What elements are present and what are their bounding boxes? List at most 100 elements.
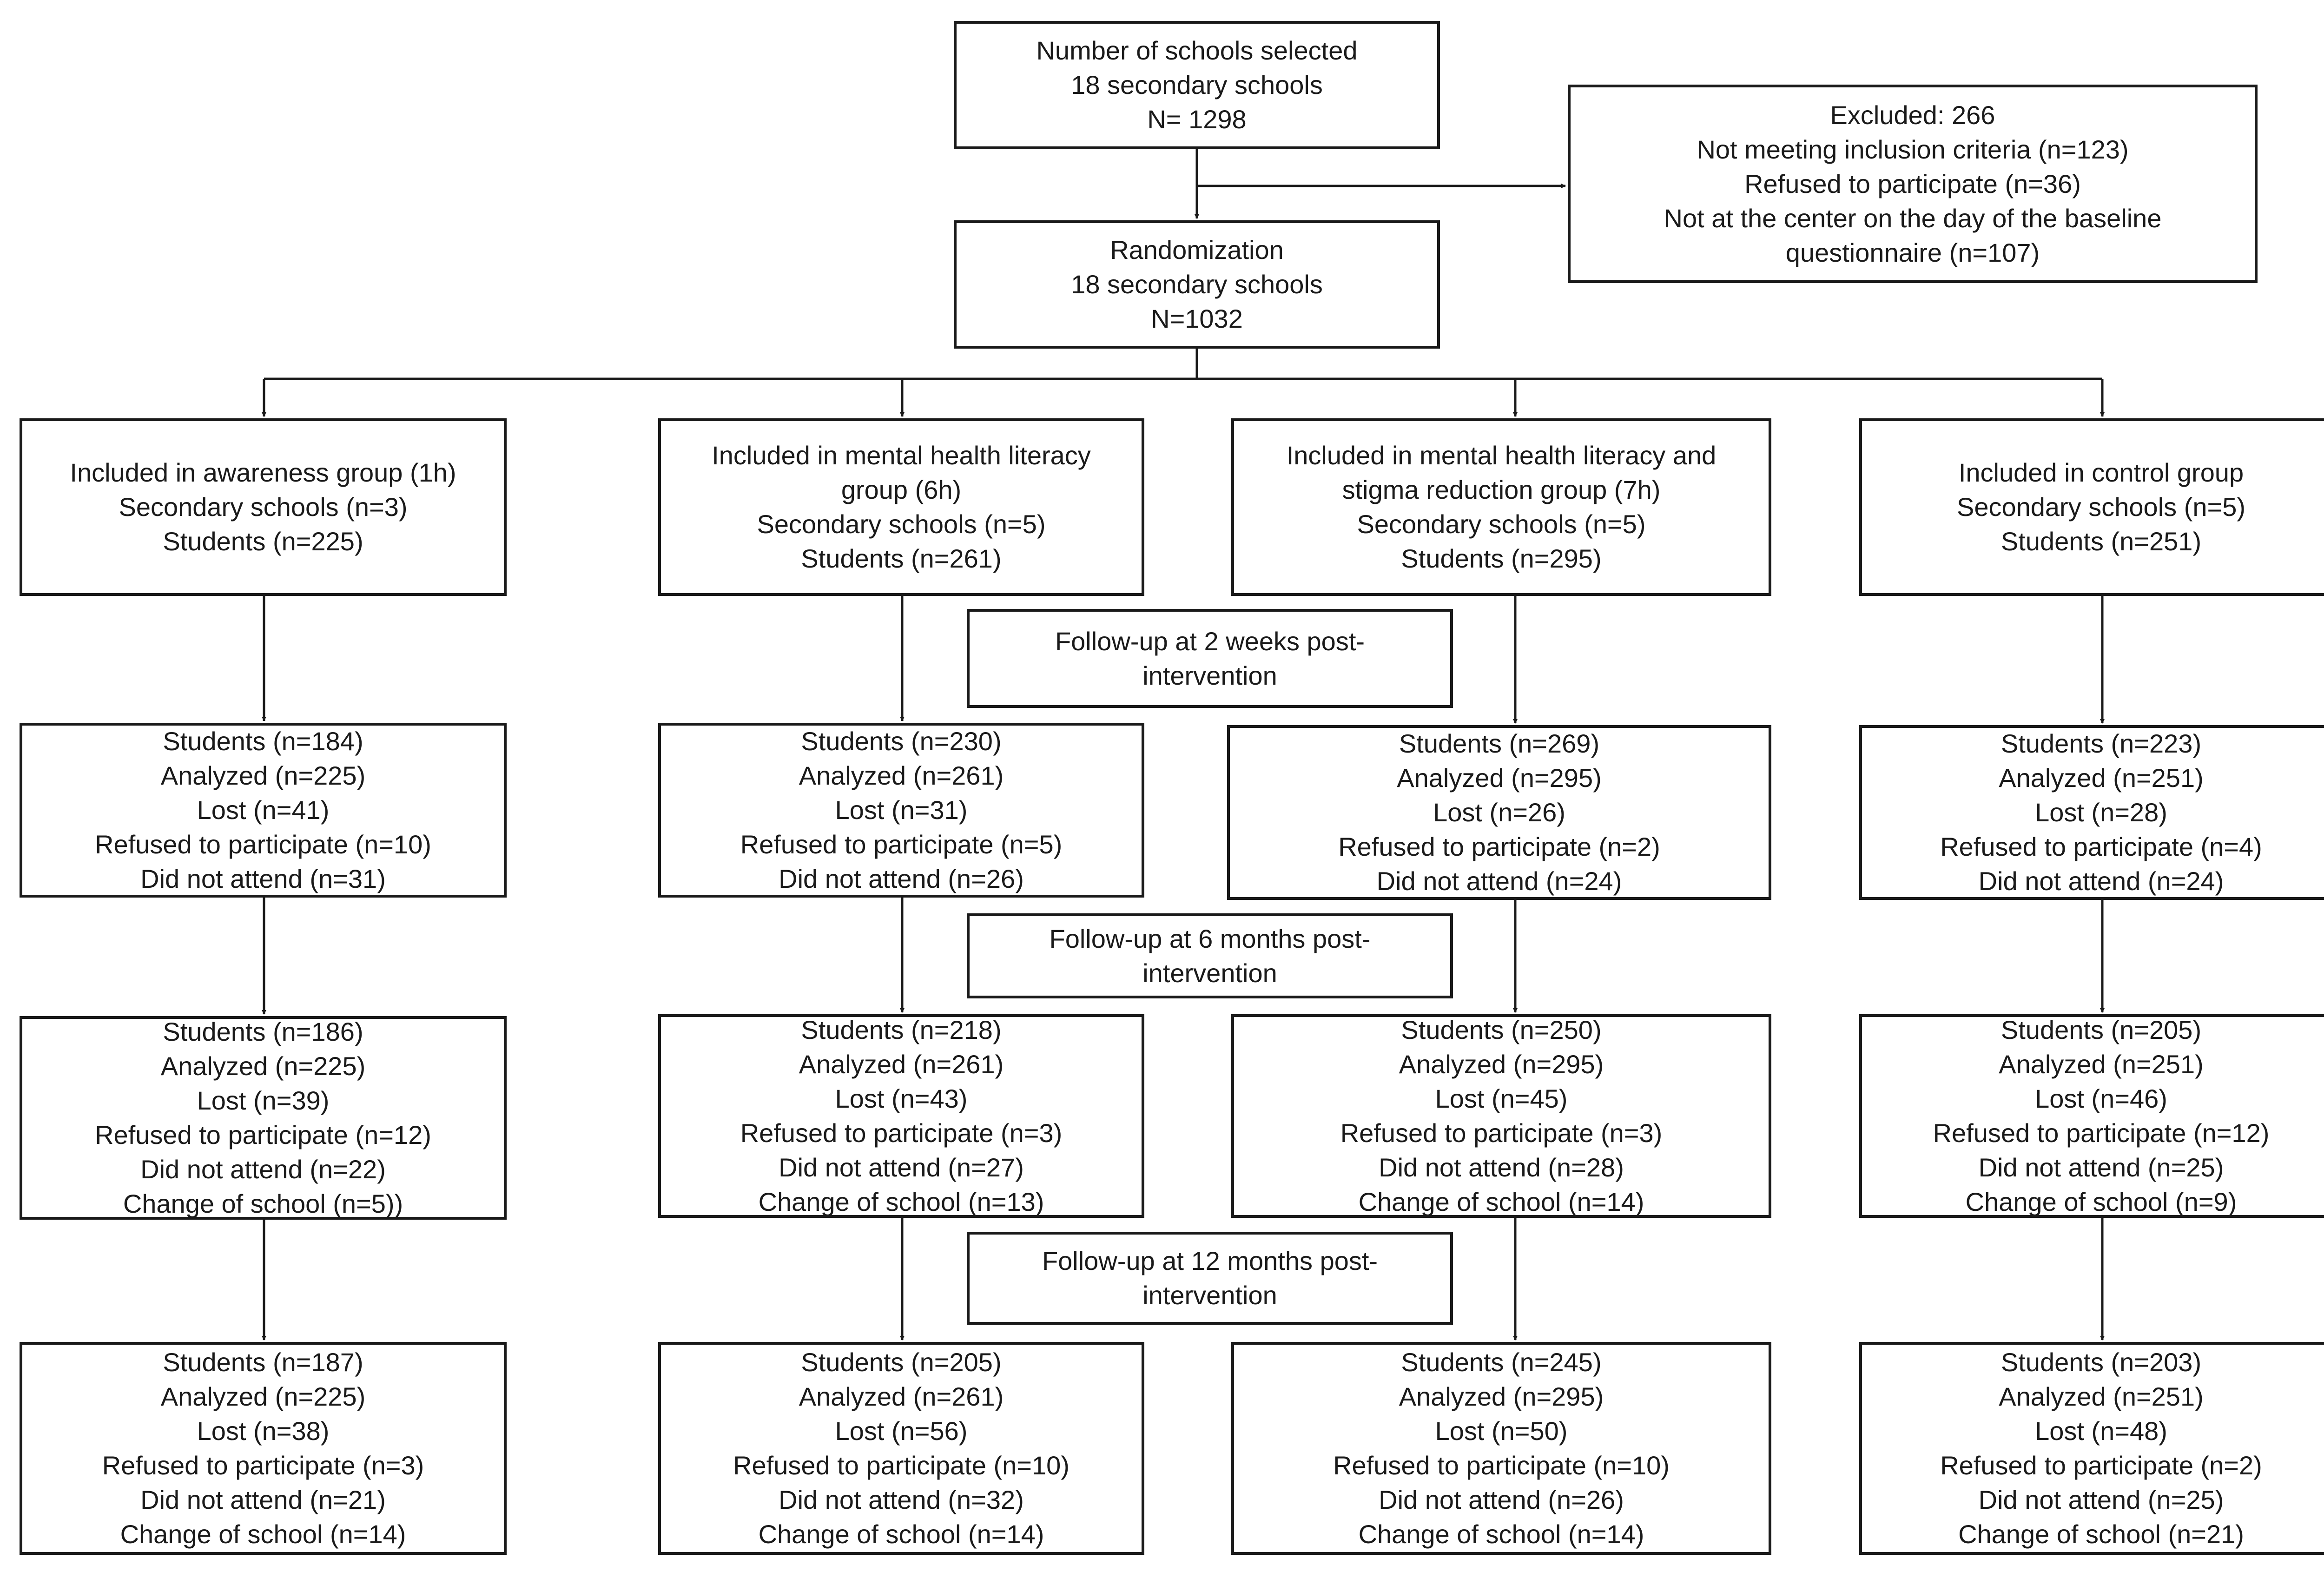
awareness-2w-analyzed: Analyzed (n=225)	[160, 761, 366, 790]
mhl-stigma-12m-analyzed: Analyzed (n=295)	[1399, 1382, 1604, 1411]
mhl-2w-analyzed: Analyzed (n=261)	[799, 761, 1004, 790]
mhl-included-schools: Secondary schools (n=5)	[757, 509, 1046, 539]
awareness-included-students: Students (n=225)	[163, 527, 363, 556]
mhl-stigma-6m-lost: Lost (n=45)	[1435, 1084, 1568, 1113]
control-2w-analyzed: Analyzed (n=251)	[1999, 763, 2204, 793]
mhl-included-label: Included in mental health literacy group…	[712, 441, 1091, 504]
control-6m-students: Students (n=205)	[2000, 1015, 2202, 1044]
mhl-12m-students: Students (n=205)	[801, 1347, 1002, 1377]
control-2w-students: Students (n=223)	[2000, 729, 2202, 758]
control-12m-lost: Lost (n=48)	[2035, 1416, 2167, 1446]
mhl-12m-analyzed: Analyzed (n=261)	[799, 1382, 1004, 1411]
mhl-stigma-2w-students: Students (n=269)	[1399, 729, 1600, 758]
followup-6-months-text: Follow-up at 6 months post-intervention	[1049, 924, 1371, 988]
randomization-schools: 18 secondary schools	[1071, 270, 1323, 299]
control-6m-change-school: Change of school (n=9)	[1965, 1187, 2237, 1216]
awareness-group-included-box: Included in awareness group (1h) Seconda…	[20, 418, 507, 596]
awareness-6m-lost: Lost (n=39)	[197, 1086, 330, 1115]
mhl-stigma-12m-change-school: Change of school (n=14)	[1358, 1519, 1644, 1549]
followup-12-months-label: Follow-up at 12 months post-intervention	[967, 1232, 1453, 1325]
control-12m-did-not-attend: Did not attend (n=25)	[1978, 1485, 2224, 1514]
followup-2-weeks-label: Follow-up at 2 weeks post-intervention	[967, 609, 1453, 708]
control-6-months-box: Students (n=205) Analyzed (n=251) Lost (…	[1859, 1014, 2324, 1218]
mhl-12m-lost: Lost (n=56)	[835, 1416, 968, 1446]
mhl-12m-refused: Refused to participate (n=10)	[733, 1451, 1070, 1480]
mhl-stigma-2-weeks-box: Students (n=269) Analyzed (n=295) Lost (…	[1227, 725, 1771, 900]
mhl-2w-refused: Refused to participate (n=5)	[740, 830, 1063, 859]
mhl-stigma-6m-did-not-attend: Did not attend (n=28)	[1379, 1153, 1624, 1182]
control-12m-refused: Refused to participate (n=2)	[1940, 1451, 2262, 1480]
awareness-6-months-box: Students (n=186) Analyzed (n=225) Lost (…	[20, 1016, 507, 1220]
mhl-12m-change-school: Change of school (n=14)	[758, 1519, 1044, 1549]
mhl-stigma-2w-did-not-attend: Did not attend (n=24)	[1376, 866, 1622, 896]
mhl-stigma-6m-change-school: Change of school (n=14)	[1358, 1187, 1644, 1216]
randomization-box: Randomization 18 secondary schools N=103…	[954, 220, 1440, 349]
mhl-stigma-2w-lost: Lost (n=26)	[1433, 798, 1565, 827]
mhl-12-months-box: Students (n=205) Analyzed (n=261) Lost (…	[658, 1342, 1144, 1555]
control-6m-analyzed: Analyzed (n=251)	[1999, 1050, 2204, 1079]
control-6m-did-not-attend: Did not attend (n=25)	[1978, 1153, 2224, 1182]
mhl-6m-did-not-attend: Did not attend (n=27)	[779, 1153, 1024, 1182]
mhl-stigma-12-months-box: Students (n=245) Analyzed (n=295) Lost (…	[1231, 1342, 1771, 1555]
awareness-6m-change-school: Change of school (n=5))	[123, 1189, 403, 1218]
awareness-12m-change-school: Change of school (n=14)	[120, 1519, 406, 1549]
excluded-box: Excluded: 266 Not meeting inclusion crit…	[1568, 85, 2258, 283]
followup-6-months-label: Follow-up at 6 months post-intervention	[967, 913, 1453, 998]
mhl-6m-refused: Refused to participate (n=3)	[740, 1118, 1063, 1148]
mhl-group-included-box: Included in mental health literacy group…	[658, 418, 1144, 596]
followup-2-weeks-text: Follow-up at 2 weeks post-intervention	[1055, 626, 1365, 690]
awareness-12-months-box: Students (n=187) Analyzed (n=225) Lost (…	[20, 1342, 507, 1555]
randomization-n: N=1032	[1151, 304, 1243, 333]
mhl-stigma-6m-analyzed: Analyzed (n=295)	[1399, 1050, 1604, 1079]
awareness-12m-students: Students (n=187)	[163, 1347, 363, 1377]
mhl-6m-lost: Lost (n=43)	[835, 1084, 968, 1113]
schools-selected-n: N= 1298	[1147, 105, 1247, 134]
awareness-included-schools: Secondary schools (n=3)	[119, 492, 408, 522]
control-2w-did-not-attend: Did not attend (n=24)	[1978, 866, 2224, 896]
schools-selected-title: Number of schools selected	[1036, 36, 1358, 65]
control-2w-lost: Lost (n=28)	[2035, 798, 2167, 827]
awareness-2w-did-not-attend: Did not attend (n=31)	[140, 864, 386, 893]
control-included-students: Students (n=251)	[2000, 527, 2202, 556]
mhl-2w-lost: Lost (n=31)	[835, 795, 968, 825]
control-12m-change-school: Change of school (n=21)	[1958, 1519, 2244, 1549]
control-included-schools: Secondary schools (n=5)	[1956, 492, 2245, 522]
awareness-2w-refused: Refused to participate (n=10)	[95, 830, 431, 859]
schools-selected-count: 18 secondary schools	[1071, 70, 1323, 99]
awareness-6m-students: Students (n=186)	[163, 1017, 363, 1046]
mhl-2w-students: Students (n=230)	[801, 727, 1002, 756]
mhl-stigma-12m-students: Students (n=245)	[1401, 1347, 1602, 1377]
control-12m-students: Students (n=203)	[2000, 1347, 2202, 1377]
control-12-months-box: Students (n=203) Analyzed (n=251) Lost (…	[1859, 1342, 2324, 1555]
excluded-reason-criteria: Not meeting inclusion criteria (n=123)	[1697, 134, 2129, 164]
mhl-included-students: Students (n=261)	[801, 544, 1002, 573]
control-6m-refused: Refused to participate (n=12)	[1933, 1118, 2270, 1148]
randomization-title: Randomization	[1110, 235, 1284, 264]
control-included-label: Included in control group	[1958, 458, 2244, 487]
awareness-6m-did-not-attend: Did not attend (n=22)	[140, 1155, 386, 1184]
mhl-stigma-6m-students: Students (n=250)	[1401, 1015, 1602, 1044]
mhl-stigma-group-included-box: Included in mental health literacy and s…	[1231, 418, 1771, 596]
mhl-6m-students: Students (n=218)	[801, 1015, 1002, 1044]
mhl-stigma-6m-refused: Refused to participate (n=3)	[1340, 1118, 1663, 1148]
excluded-reason-absent: Not at the center on the day of the base…	[1664, 203, 2162, 267]
excluded-reason-refused: Refused to participate (n=36)	[1744, 169, 2081, 198]
awareness-12m-lost: Lost (n=38)	[197, 1416, 330, 1446]
mhl-2-weeks-box: Students (n=230) Analyzed (n=261) Lost (…	[658, 723, 1144, 898]
control-6m-lost: Lost (n=46)	[2035, 1084, 2167, 1113]
mhl-stigma-6-months-box: Students (n=250) Analyzed (n=295) Lost (…	[1231, 1014, 1771, 1218]
mhl-stigma-12m-did-not-attend: Did not attend (n=26)	[1379, 1485, 1624, 1514]
mhl-stigma-2w-analyzed: Analyzed (n=295)	[1397, 763, 1602, 793]
awareness-12m-did-not-attend: Did not attend (n=21)	[140, 1485, 386, 1514]
mhl-stigma-12m-refused: Refused to participate (n=10)	[1333, 1451, 1670, 1480]
awareness-6m-refused: Refused to participate (n=12)	[95, 1120, 431, 1149]
mhl-6m-change-school: Change of school (n=13)	[758, 1187, 1044, 1216]
awareness-12m-refused: Refused to participate (n=3)	[102, 1451, 424, 1480]
mhl-12m-did-not-attend: Did not attend (n=32)	[779, 1485, 1024, 1514]
awareness-6m-analyzed: Analyzed (n=225)	[160, 1051, 366, 1081]
awareness-included-label: Included in awareness group (1h)	[70, 458, 456, 487]
awareness-2w-students: Students (n=184)	[163, 727, 363, 756]
control-group-included-box: Included in control group Secondary scho…	[1859, 418, 2324, 596]
